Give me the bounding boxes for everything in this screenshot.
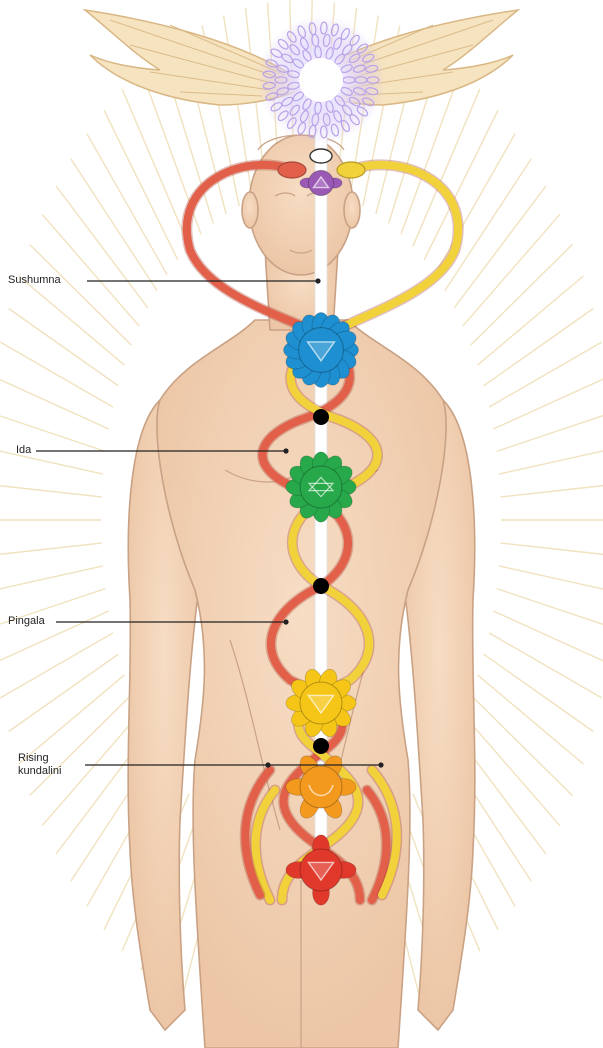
light-ray <box>9 654 119 731</box>
light-ray <box>0 566 103 592</box>
light-ray <box>501 484 603 497</box>
crown-chakra <box>257 16 385 144</box>
light-ray <box>489 633 602 698</box>
light-ray <box>0 342 113 407</box>
ida-serpent-head <box>337 162 365 178</box>
kundalini-leader-dot-left <box>266 763 270 767</box>
third-eye-oval <box>310 149 332 163</box>
light-ray <box>9 308 119 385</box>
light-ray <box>499 566 603 592</box>
pingala-serpent-head <box>278 162 306 178</box>
light-ray <box>501 543 603 556</box>
light-ray <box>478 276 584 365</box>
label-ida: Ida <box>16 444 31 457</box>
node-2 <box>313 578 329 594</box>
node-3 <box>313 738 329 754</box>
light-ray <box>87 134 167 275</box>
light-ray <box>484 654 594 731</box>
pingala-leader-dot <box>284 620 288 624</box>
label-sushumna: Sushumna <box>8 274 61 287</box>
light-ray <box>497 412 603 452</box>
label-rising-kundalini: Rising kundalini <box>18 752 61 778</box>
light-ray <box>489 342 602 407</box>
light-ray <box>499 448 603 474</box>
label-pingala: Pingala <box>8 615 45 628</box>
light-ray <box>18 675 124 764</box>
light-ray <box>0 543 101 556</box>
node-1 <box>313 409 329 425</box>
light-ray <box>0 633 113 698</box>
sushumna-leader-dot <box>316 279 320 283</box>
throat-chakra <box>283 312 359 388</box>
kundalini-leader-dot-right <box>379 763 383 767</box>
light-ray <box>71 159 157 291</box>
light-ray <box>0 484 101 497</box>
light-ray <box>18 276 124 365</box>
light-ray <box>484 308 594 385</box>
light-ray <box>497 589 603 629</box>
ida-leader-dot <box>284 449 288 453</box>
light-ray <box>478 675 584 764</box>
